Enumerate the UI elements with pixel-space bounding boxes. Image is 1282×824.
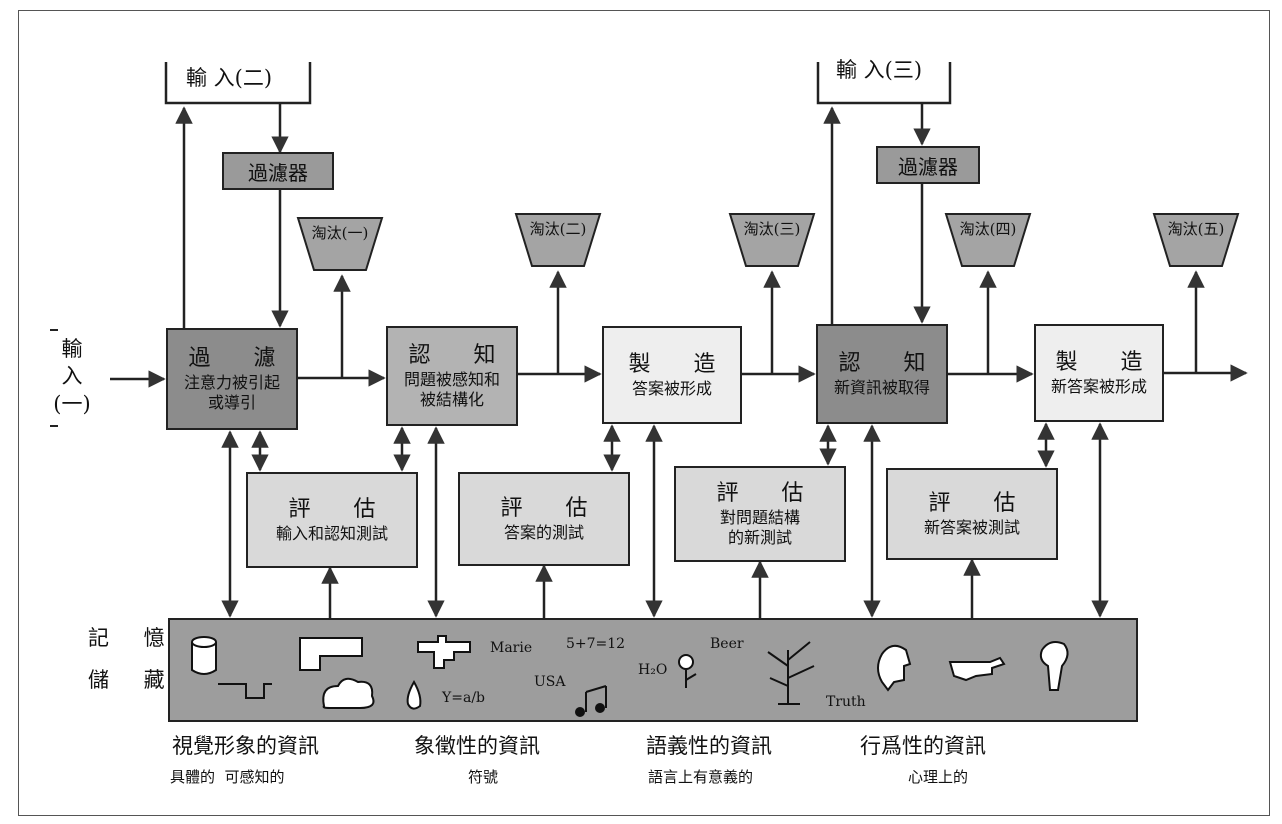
drop-icon (408, 682, 421, 709)
evaluation-2-sub1: 答案的測試 (504, 523, 584, 543)
input-1-line3: (一) (52, 391, 92, 418)
input-3-label: 輸 入(三) (836, 54, 922, 84)
tree-icon (768, 642, 814, 704)
glyph-marie: Marie (490, 640, 532, 656)
glyph-usa: USA (534, 674, 566, 690)
elimination-4-label: 淘汰(四) (944, 218, 1032, 239)
glyph-h2o: H₂O (638, 662, 667, 678)
head-icon (878, 646, 910, 690)
category-semantic-title: 語義性的資訊 (646, 730, 772, 760)
stage-cognition-2-sub1: 新資訊被取得 (834, 378, 930, 398)
stage-cognition-2-title: 認 知 (839, 350, 944, 378)
stage-cognition-1-sub2: 被結構化 (420, 390, 484, 410)
l-shape-icon (300, 638, 362, 670)
glyph-beer: Beer (710, 636, 744, 652)
elimination-3-label: 淘汰(三) (728, 218, 816, 239)
input-1-line2: 入 (52, 363, 92, 390)
filter-box-2: 過濾器 (876, 146, 980, 184)
category-behavioral-title: 行爲性的資訊 (860, 730, 986, 760)
stage-production-1: 製 造 答案被形成 (602, 326, 742, 424)
evaluation-1-title: 評 估 (289, 496, 394, 524)
evaluation-3-sub1: 對問題結構 (720, 508, 800, 528)
stage-filtering: 過 濾 注意力被引起 或導引 (166, 328, 298, 430)
pipe-icon (418, 636, 470, 668)
elimination-5: 淘汰(五) (1152, 212, 1240, 268)
memory-label-line1: 記 憶 (88, 622, 179, 652)
hand-icon (950, 658, 1004, 680)
cloud-icon (323, 679, 373, 708)
input-2-label: 輸 入(二) (186, 62, 272, 92)
stage-production-1-sub1: 答案被形成 (632, 379, 712, 399)
evaluation-1-sub1: 輸入和認知測試 (276, 524, 388, 544)
category-visual-sub: 具體的 可感知的 (170, 766, 285, 787)
elimination-1: 淘汰(一) (296, 216, 384, 272)
stage-production-2-sub1: 新答案被形成 (1051, 377, 1147, 397)
memory-label-line2: 儲 藏 (88, 664, 179, 694)
evaluation-2: 評 估 答案的測試 (458, 472, 630, 566)
music-notes-icon (576, 686, 606, 716)
stage-filtering-sub2: 或導引 (208, 393, 256, 413)
glyph-truth: Truth (826, 694, 866, 710)
stage-production-2: 製 造 新答案被形成 (1034, 324, 1164, 422)
evaluation-4-title: 評 估 (929, 490, 1034, 518)
evaluation-3-title: 評 估 (717, 480, 822, 508)
stage-cognition-1-title: 認 知 (409, 342, 514, 370)
elimination-4: 淘汰(四) (944, 212, 1032, 268)
flower-icon (679, 655, 696, 688)
stage-filtering-sub1: 注意力被引起 (184, 373, 280, 393)
stage-production-1-title: 製 造 (629, 351, 734, 379)
elimination-1-label: 淘汰(一) (296, 222, 384, 243)
evaluation-4: 評 估 新答案被測試 (886, 468, 1058, 560)
category-symbolic-title: 象徵性的資訊 (414, 730, 540, 760)
fist-icon (1041, 642, 1068, 690)
glyph-equation: 5+7=12 (566, 636, 625, 652)
elimination-5-label: 淘汰(五) (1152, 218, 1240, 239)
evaluation-2-title: 評 估 (501, 495, 606, 523)
stage-cognition-2: 認 知 新資訊被取得 (816, 324, 948, 424)
evaluation-3: 評 估 對問題結構 的新測試 (674, 466, 846, 562)
elimination-3: 淘汰(三) (728, 212, 816, 268)
elimination-2: 淘汰(二) (514, 212, 602, 268)
elimination-2-label: 淘汰(二) (514, 218, 602, 239)
memory-storage: Marie 5+7=12 Beer USA H₂O Y=a/b Truth (168, 618, 1138, 722)
glyph-formula: Y=a/b (442, 690, 485, 706)
input-1-line1: 輸 (52, 336, 92, 363)
stage-cognition-1-sub1: 問題被感知和 (404, 370, 500, 390)
stage-cognition-1: 認 知 問題被感知和 被結構化 (386, 326, 518, 426)
stage-filtering-title: 過 濾 (189, 345, 294, 373)
evaluation-1: 評 估 輸入和認知測試 (246, 472, 418, 568)
category-behavioral-sub: 心理上的 (908, 766, 968, 787)
input-1-label: 輸 入 (一) (52, 336, 92, 418)
filter-box-1: 過濾器 (222, 152, 334, 190)
evaluation-4-sub1: 新答案被測試 (924, 518, 1020, 538)
evaluation-3-sub2: 的新測試 (728, 528, 792, 548)
stage-production-2-title: 製 造 (1056, 349, 1161, 377)
cylinder-icon (192, 637, 216, 674)
category-semantic-sub: 語言上有意義的 (648, 766, 753, 787)
step-shape-icon (218, 684, 272, 698)
category-symbolic-sub: 符號 (468, 766, 498, 787)
category-visual-title: 視覺形象的資訊 (172, 730, 319, 760)
